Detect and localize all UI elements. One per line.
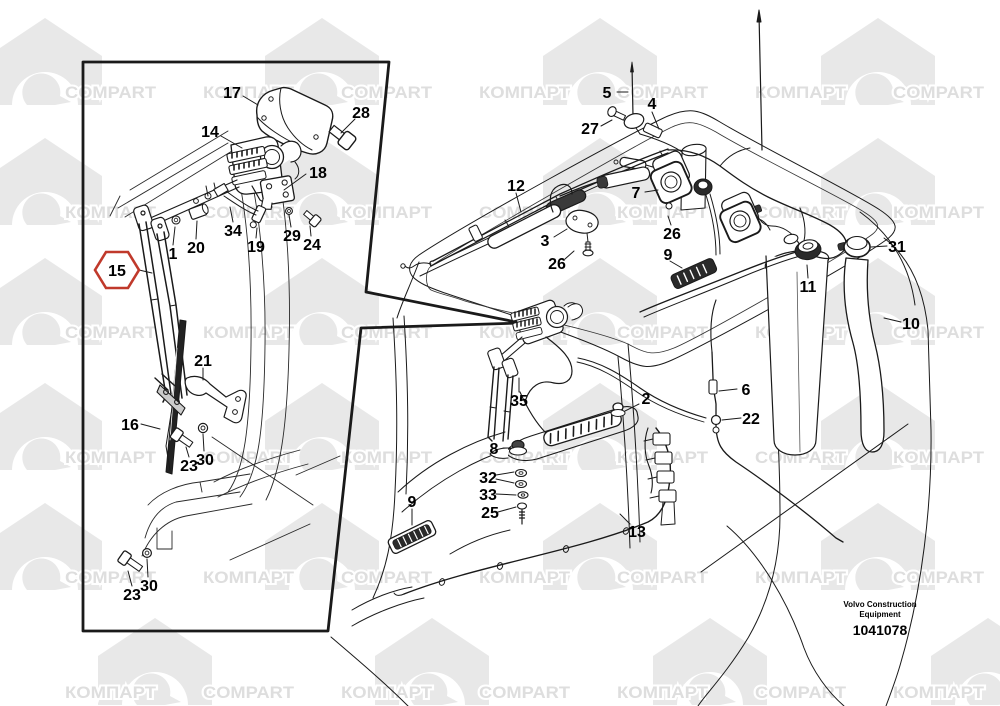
svg-text:8: 8: [490, 441, 499, 458]
svg-text:КОМПАРТ: КОМПАРТ: [341, 449, 432, 467]
svg-text:КОМПАРТ: КОМПАРТ: [479, 569, 570, 587]
svg-text:20: 20: [187, 240, 205, 257]
svg-text:COMPART: COMPART: [755, 449, 846, 467]
svg-text:КОМПАРТ: КОМПАРТ: [341, 204, 432, 222]
svg-text:COMPART: COMPART: [893, 569, 984, 587]
svg-text:COMPART: COMPART: [617, 324, 708, 342]
svg-text:COMPART: COMPART: [65, 84, 156, 102]
svg-text:9: 9: [664, 247, 673, 264]
svg-text:34: 34: [224, 223, 242, 240]
svg-text:28: 28: [352, 105, 370, 122]
svg-text:33: 33: [479, 487, 497, 504]
svg-text:25: 25: [481, 505, 499, 522]
svg-text:COMPART: COMPART: [755, 684, 846, 702]
svg-text:КОМПАРТ: КОМПАРТ: [893, 449, 984, 467]
svg-text:COMPART: COMPART: [893, 84, 984, 102]
svg-text:21: 21: [194, 353, 212, 370]
svg-text:30: 30: [196, 452, 214, 469]
svg-text:КОМПАРТ: КОМПАРТ: [65, 449, 156, 467]
svg-text:14: 14: [201, 124, 219, 141]
svg-text:31: 31: [888, 239, 906, 256]
svg-text:27: 27: [581, 121, 599, 138]
svg-text:23: 23: [180, 458, 198, 475]
svg-text:12: 12: [507, 178, 525, 195]
svg-text:2: 2: [642, 391, 651, 408]
svg-text:15: 15: [108, 263, 126, 280]
svg-text:КОМПАРТ: КОМПАРТ: [203, 324, 294, 342]
svg-text:6: 6: [742, 382, 751, 399]
svg-text:32: 32: [479, 470, 497, 487]
svg-text:1041078: 1041078: [853, 622, 908, 638]
svg-text:КОМПАРТ: КОМПАРТ: [203, 569, 294, 587]
svg-text:26: 26: [548, 256, 566, 273]
svg-text:КОМПАРТ: КОМПАРТ: [65, 684, 156, 702]
svg-text:7: 7: [632, 185, 641, 202]
svg-text:КОМПАРТ: КОМПАРТ: [479, 84, 570, 102]
svg-text:9: 9: [408, 494, 417, 511]
svg-text:Equipment: Equipment: [859, 610, 901, 619]
svg-text:COMPART: COMPART: [65, 324, 156, 342]
svg-text:24: 24: [303, 237, 321, 254]
svg-text:COMPART: COMPART: [617, 569, 708, 587]
svg-text:17: 17: [223, 85, 241, 102]
svg-text:22: 22: [742, 411, 760, 428]
svg-text:30: 30: [140, 578, 158, 595]
svg-text:COMPART: COMPART: [341, 569, 432, 587]
svg-text:COMPART: COMPART: [203, 449, 294, 467]
svg-text:3: 3: [541, 233, 550, 250]
svg-text:КОМПАРТ: КОМПАРТ: [893, 684, 984, 702]
svg-text:COMPART: COMPART: [617, 84, 708, 102]
svg-text:COMPART: COMPART: [893, 324, 984, 342]
svg-text:16: 16: [121, 417, 139, 434]
svg-text:КОМПАРТ: КОМПАРТ: [893, 204, 984, 222]
svg-text:18: 18: [309, 165, 327, 182]
svg-text:26: 26: [663, 226, 681, 243]
svg-text:КОМПАРТ: КОМПАРТ: [617, 684, 708, 702]
svg-text:5: 5: [603, 85, 612, 102]
svg-text:19: 19: [247, 239, 265, 256]
svg-text:COMPART: COMPART: [755, 204, 846, 222]
svg-text:COMPART: COMPART: [203, 684, 294, 702]
svg-text:КОМПАРТ: КОМПАРТ: [341, 684, 432, 702]
svg-text:13: 13: [628, 524, 646, 541]
svg-text:КОМПАРТ: КОМПАРТ: [755, 569, 846, 587]
svg-text:10: 10: [902, 316, 920, 333]
svg-text:КОМПАРТ: КОМПАРТ: [755, 84, 846, 102]
svg-text:Volvo Construction: Volvo Construction: [843, 600, 916, 609]
svg-text:COMPART: COMPART: [479, 684, 570, 702]
svg-text:COMPART: COMPART: [65, 569, 156, 587]
svg-text:11: 11: [800, 279, 817, 296]
svg-text:35: 35: [510, 393, 528, 410]
svg-text:4: 4: [648, 96, 657, 113]
svg-text:23: 23: [123, 587, 141, 604]
svg-text:1: 1: [169, 246, 178, 263]
svg-text:КОМПАРТ: КОМПАРТ: [65, 204, 156, 222]
svg-text:29: 29: [283, 228, 301, 245]
